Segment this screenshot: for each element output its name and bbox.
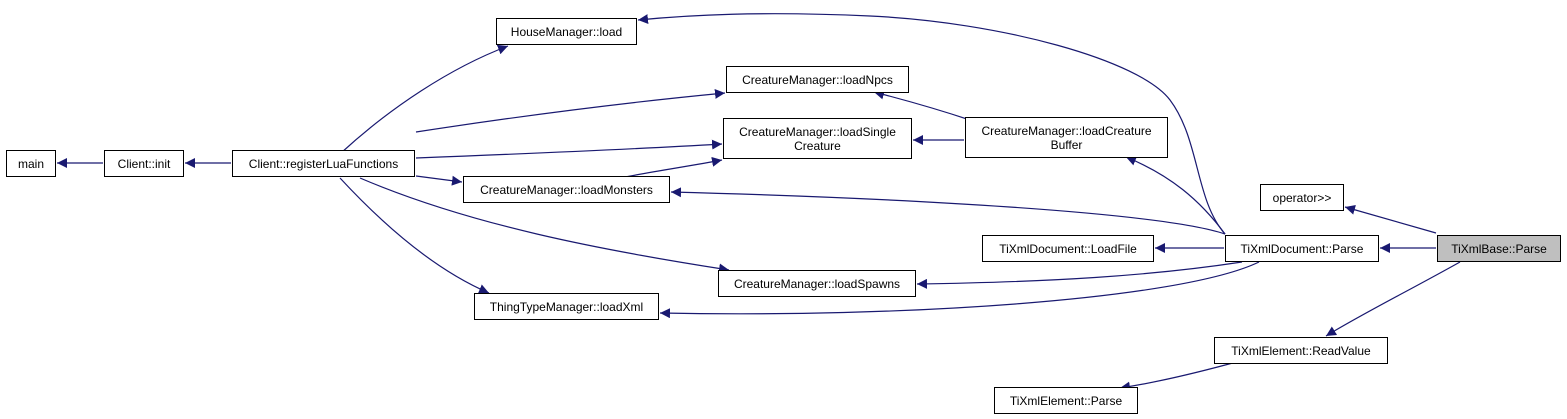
node-creature-manager-load-single-creature-label: CreatureManager::loadSingle Creature <box>739 124 896 153</box>
node-tixml-document-load-file[interactable]: TiXmlDocument::LoadFile <box>982 235 1154 262</box>
edge-load-npcs-to-register-lua <box>415 88 726 133</box>
node-creature-manager-load-spawns[interactable]: CreatureManager::loadSpawns <box>718 270 916 297</box>
node-house-manager-load[interactable]: HouseManager::load <box>496 18 637 45</box>
node-creature-manager-load-monsters-label: CreatureManager::loadMonsters <box>480 182 653 197</box>
node-creature-manager-load-spawns-label: CreatureManager::loadSpawns <box>733 276 901 291</box>
node-tixml-element-read-value[interactable]: TiXmlElement::ReadValue <box>1214 337 1388 364</box>
edge-doc-parse-to-house-load <box>637 13 1226 235</box>
edge-house-load-to-register-lua <box>340 44 509 154</box>
node-tixml-base-parse-label: TiXmlBase::Parse <box>1451 241 1547 256</box>
edge-load-spawns-to-register-lua <box>359 177 730 274</box>
edge-load-monsters-to-register-lua <box>415 175 463 186</box>
node-tixml-document-load-file-label: TiXmlDocument::LoadFile <box>999 241 1137 256</box>
node-creature-manager-load-creature-buffer-label: CreatureManager::loadCreature Buffer <box>981 123 1152 152</box>
node-tixml-document-parse[interactable]: TiXmlDocument::Parse <box>1225 235 1379 262</box>
edge-thing-load-xml-to-register-lua <box>339 177 490 294</box>
edge-doc-parse-to-load-monsters <box>670 187 1226 235</box>
node-thing-type-manager-load-xml-label: ThingTypeManager::loadXml <box>489 299 644 314</box>
node-creature-manager-load-npcs[interactable]: CreatureManager::loadNpcs <box>726 66 909 93</box>
edge-load-single-to-register-lua <box>415 139 723 159</box>
node-tixml-element-read-value-label: TiXmlElement::ReadValue <box>1231 343 1371 358</box>
edge-doc-parse-to-load-spawns <box>916 261 1243 289</box>
edge-base-parse-to-elem-read-value <box>1325 261 1461 337</box>
node-thing-type-manager-load-xml[interactable]: ThingTypeManager::loadXml <box>474 293 659 320</box>
node-tixml-document-parse-label: TiXmlDocument::Parse <box>1240 241 1364 256</box>
edge-elem-read-value-to-elem-parse <box>1119 360 1241 392</box>
node-operator-stream-label: operator>> <box>1272 190 1332 205</box>
node-operator-stream[interactable]: operator>> <box>1260 184 1344 211</box>
node-client-register-lua-functions-label: Client::registerLuaFunctions <box>248 156 399 171</box>
edge-doc-parse-to-thing-load-xml <box>659 261 1260 319</box>
node-tixml-element-parse[interactable]: TiXmlElement::Parse <box>994 387 1138 414</box>
edge-base-parse-to-operator <box>1344 204 1437 234</box>
node-tixml-element-parse-label: TiXmlElement::Parse <box>1009 393 1123 408</box>
edge-load-creature-buffer-to-load-npcs <box>873 89 971 121</box>
node-creature-manager-load-creature-buffer[interactable]: CreatureManager::loadCreature Buffer <box>965 117 1168 158</box>
node-main[interactable]: main <box>6 150 56 177</box>
node-client-register-lua-functions[interactable]: Client::registerLuaFunctions <box>232 150 415 177</box>
node-creature-manager-load-single-creature[interactable]: CreatureManager::loadSingle Creature <box>723 118 912 159</box>
node-house-manager-load-label: HouseManager::load <box>510 24 623 39</box>
node-main-label: main <box>17 156 44 171</box>
node-tixml-base-parse: TiXmlBase::Parse <box>1437 235 1561 262</box>
node-client-init[interactable]: Client::init <box>104 150 184 177</box>
node-client-init-label: Client::init <box>117 156 171 171</box>
node-creature-manager-load-monsters[interactable]: CreatureManager::loadMonsters <box>463 176 670 203</box>
node-creature-manager-load-npcs-label: CreatureManager::loadNpcs <box>742 72 893 87</box>
edge-doc-parse-to-load-creature-buffer <box>1125 156 1226 235</box>
